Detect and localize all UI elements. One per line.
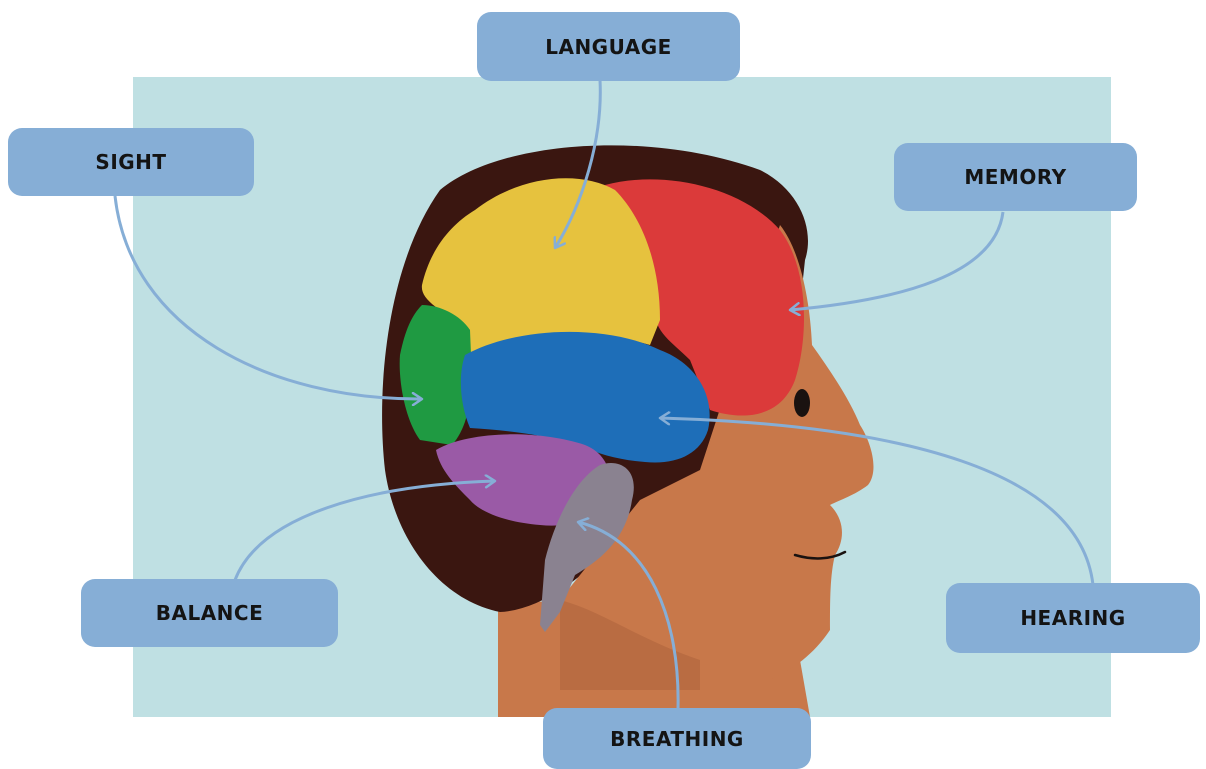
memory-label: MEMORY bbox=[894, 143, 1137, 211]
language-label: LANGUAGE bbox=[477, 12, 740, 81]
hearing-label: HEARING bbox=[946, 583, 1200, 653]
breathing-label: BREATHING bbox=[543, 708, 811, 769]
balance-label: BALANCE bbox=[81, 579, 338, 647]
sight-label: SIGHT bbox=[8, 128, 254, 196]
eye bbox=[794, 389, 810, 417]
